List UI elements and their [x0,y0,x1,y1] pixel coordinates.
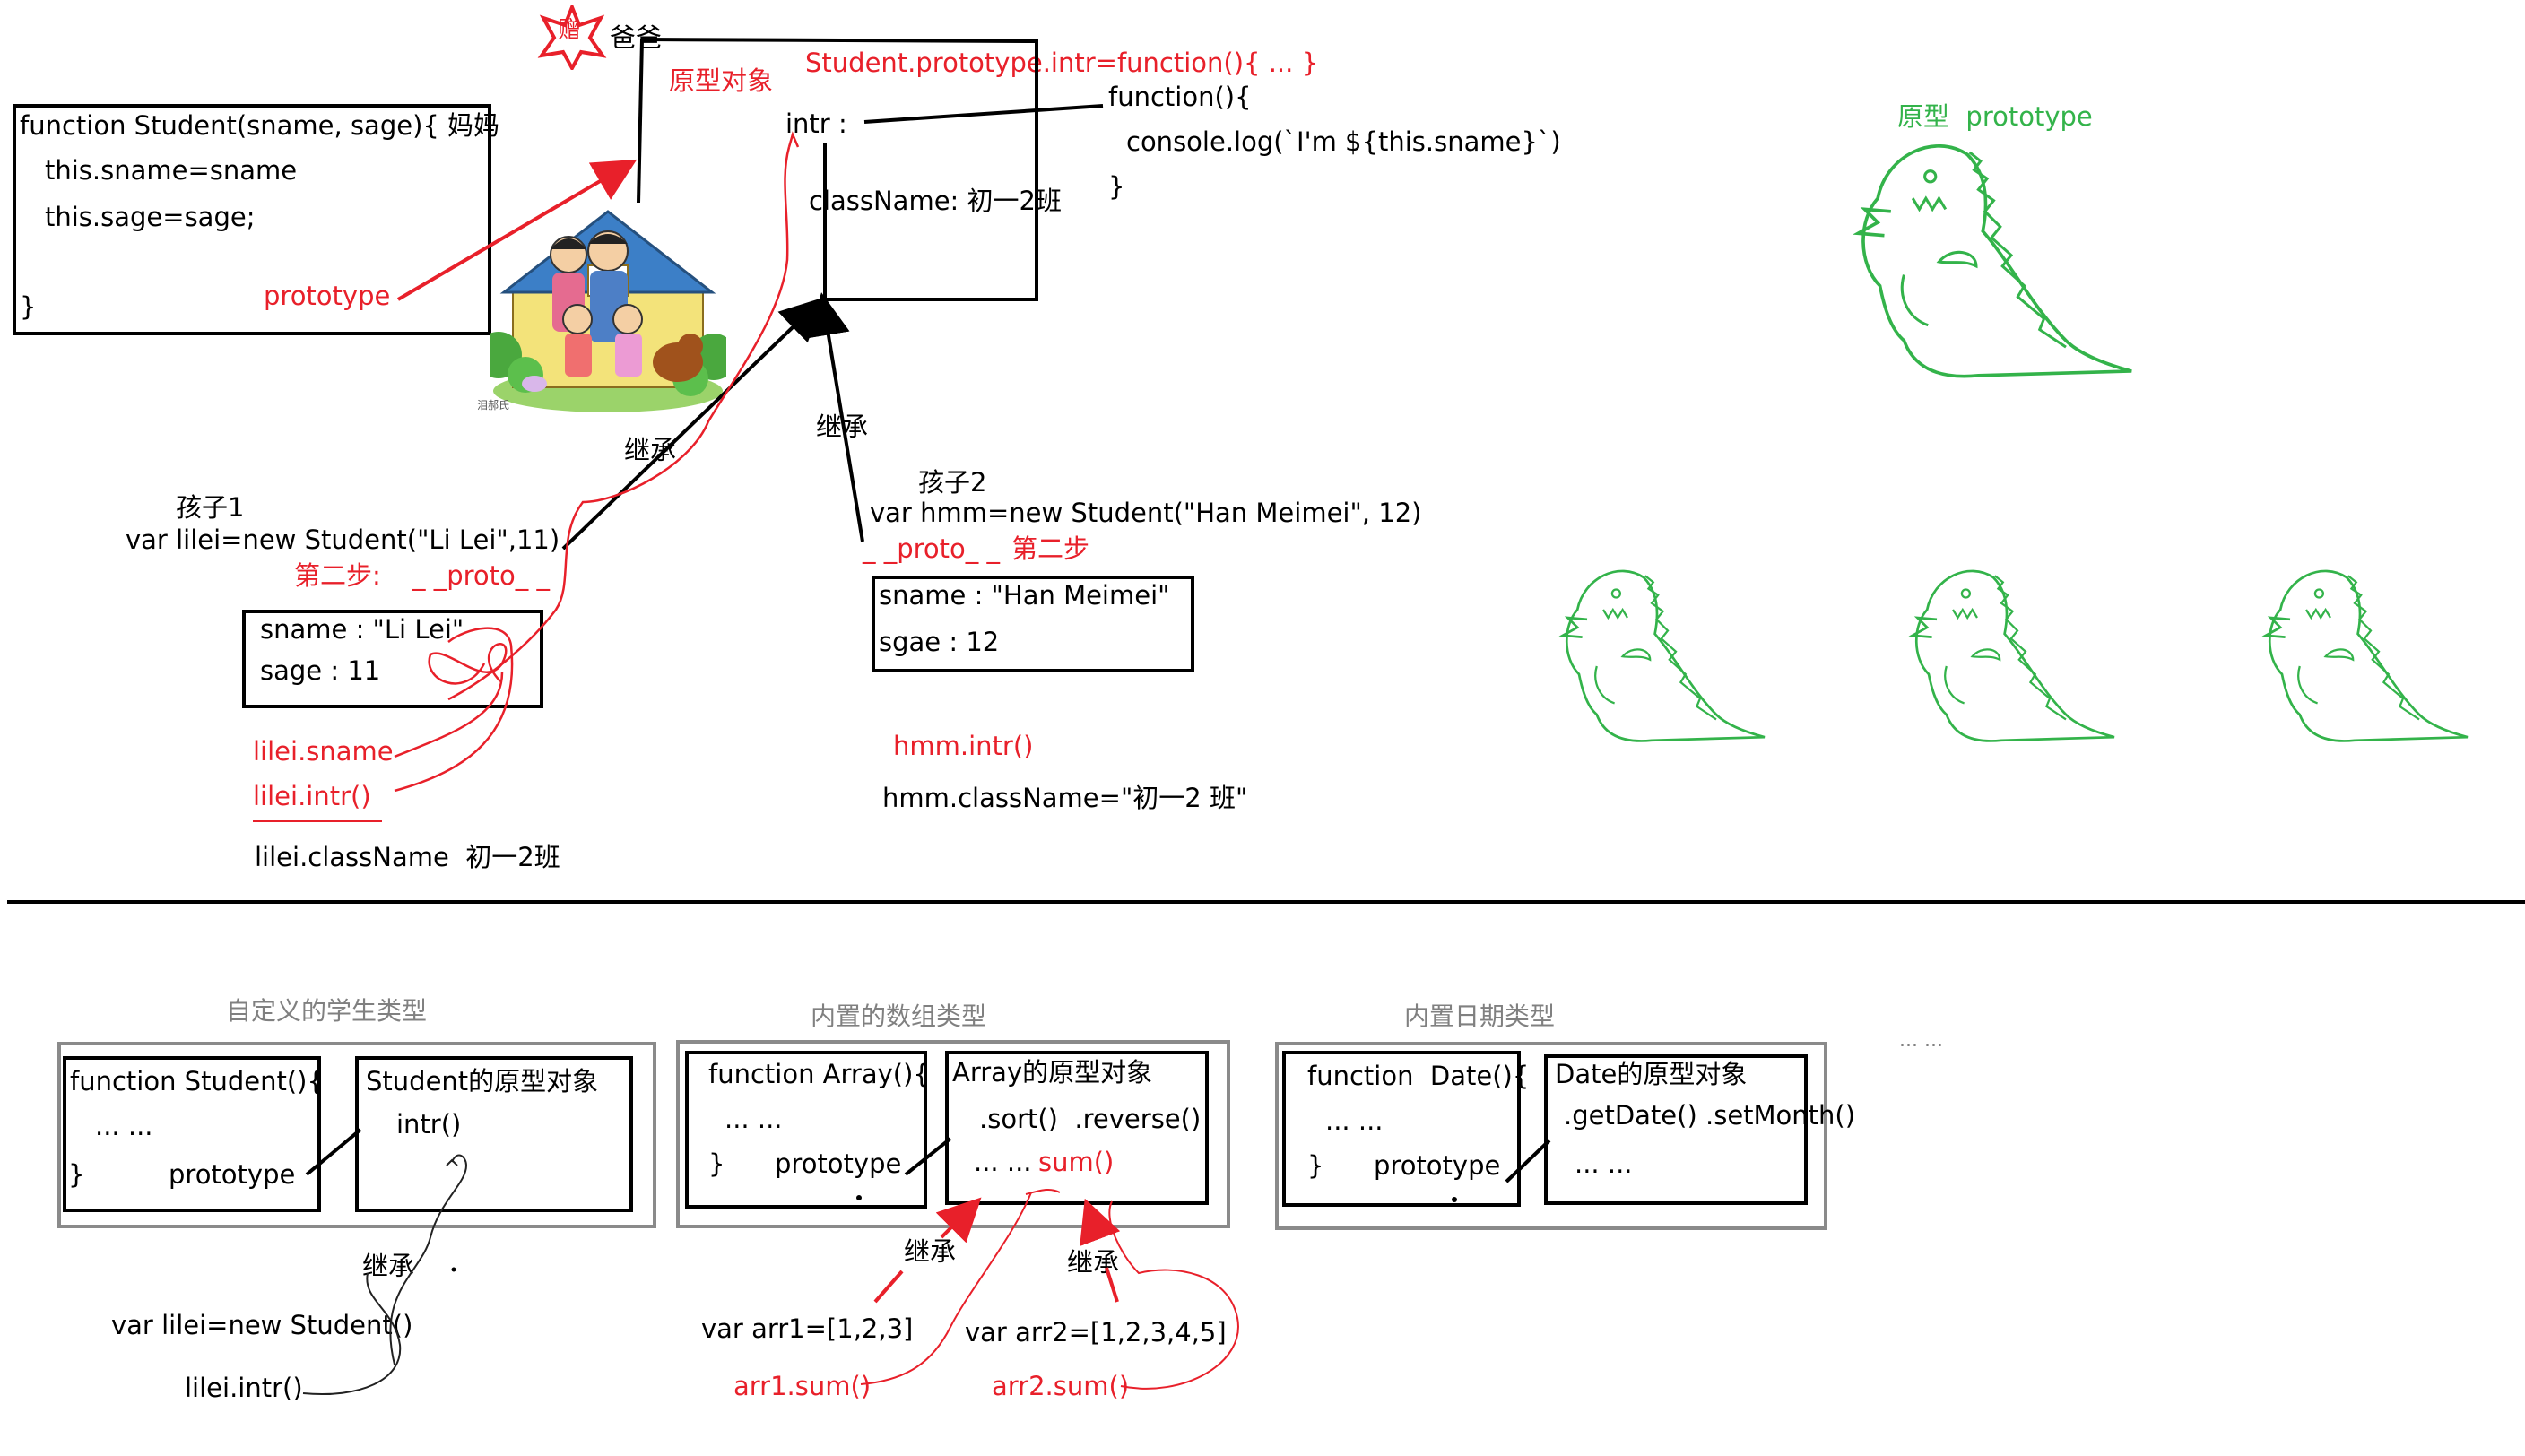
section3-proto-box [1544,1054,1808,1205]
father-label: 爸爸 [610,22,663,53]
section2-prototype-label: prototype [775,1148,902,1179]
family-caption: 泪郝氏 [477,399,510,412]
family-house-illustration [490,210,726,412]
classname-prop: className: 初一2班 [809,186,1062,216]
section1-instance: var lilei=new Student() [111,1310,413,1340]
section1-proto-title: Student的原型对象 [366,1066,599,1096]
section3-proto-title: Date的原型对象 [1555,1059,1748,1089]
child2-object-box [872,576,1194,672]
section2-arr1: var arr1=[1,2,3] [701,1313,914,1344]
lilei-classname: lilei.className 初一2班 [255,842,560,872]
section2-proto-sum: sum() [1038,1147,1115,1177]
section1-call: lilei.intr() [185,1373,303,1403]
child2-step2: 第二步 [1011,533,1090,564]
gift-badge-text: 赠 [558,17,582,44]
section2-title: 内置的数组类型 [811,1001,987,1031]
section3-prototype-label: prototype [1374,1150,1501,1181]
section3-ctor-l2: ... ... [1325,1105,1384,1136]
section2-proto-more: ... ... [974,1147,1032,1177]
hmm-classname: hmm.className="初一2 班" [882,783,1248,813]
prototype-assign-code: Student.prototype.intr=function(){ ... } [805,48,1319,78]
child2-sname: sname : "Han Meimei" [879,580,1170,611]
student-constructor-box [13,104,491,335]
intr-key: intr : [785,108,847,139]
child2-sage: sgae : 12 [879,627,1000,657]
section1-prototype-label: prototype [169,1159,296,1190]
section1-ctor-l2: ... ... [95,1111,153,1141]
section2-arr1-call: arr1.sum() [733,1371,872,1401]
section1-ctor-l1: function Student(){ [70,1066,324,1096]
section2-proto-box [945,1051,1209,1205]
section1-inherit: 继承 [362,1251,415,1281]
hmm-intr: hmm.intr() [893,731,1034,761]
child1-sage: sage : 11 [260,655,381,686]
child1-step2: 第二步: [294,560,381,591]
section1-title: 自定义的学生类型 [226,996,428,1026]
section2-ctor-l2: ... ... [725,1104,783,1134]
func-close: } [1108,171,1125,202]
child1-title: 孩子1 [176,492,245,523]
bottom-ellipsis: ... ... [1899,1029,1943,1052]
section1-ctor-l3: } [68,1159,85,1190]
section2-ctor-box [685,1051,927,1209]
lilei-sname: lilei.sname [253,736,394,767]
child2-proto: _ _proto_ _ [863,533,1000,564]
section1-frame [57,1042,656,1228]
child1-object-box [242,610,543,708]
section3-title: 内置日期类型 [1404,1001,1556,1031]
dino-prototype-label: 原型 prototype [1897,101,2093,132]
child1-proto: _ _proto_ _ [412,560,550,591]
ctor-line-3: this.sage=sage; [45,202,256,232]
ctor-line-1: function Student(sname, sage){ 妈妈 [20,110,500,141]
ctor-line-2: this.sname=sname [45,155,298,186]
section3-ctor-box [1282,1051,1521,1207]
section2-arr2-call: arr2.sum() [992,1371,1130,1401]
section3-proto-methods: .getDate() .setMonth() [1564,1100,1856,1131]
func-body: console.log(`I'm ${this.sname}`) [1126,126,1561,157]
section3-frame [1275,1042,1827,1230]
prototype-object-label: 原型对象 [669,65,774,96]
section3-ctor-l1: function Date(){ [1307,1061,1530,1091]
prototype-label: prototype [264,281,391,311]
section2-proto-title: Array的原型对象 [952,1057,1153,1088]
lilei-intr: lilei.intr() [253,781,371,811]
child1-code: var lilei=new Student("Li Lei",11) [126,524,560,555]
section2-arr2: var arr2=[1,2,3,4,5] [965,1317,1227,1348]
ctor-line-4: } [20,291,37,322]
section3-ctor-l3: } [1307,1150,1324,1181]
section1-ctor-box [63,1056,321,1212]
child2-title: 孩子2 [918,467,987,498]
section2-ctor-l1: function Array(){ [708,1059,930,1089]
child2-code: var hmm=new Student("Han Meimei", 12) [870,498,1422,528]
section2-inherit-2: 继承 [1067,1247,1120,1278]
section3-proto-more: ... ... [1575,1148,1633,1179]
gift-star-icon [537,5,607,70]
section2-proto-methods: .sort() .reverse() [979,1104,1202,1134]
child1-sname: sname : "Li Lei" [260,614,464,645]
section2-ctor-l3: } [708,1148,725,1179]
section1-proto-method: intr() [396,1109,462,1140]
func-open: function(){ [1108,82,1252,112]
